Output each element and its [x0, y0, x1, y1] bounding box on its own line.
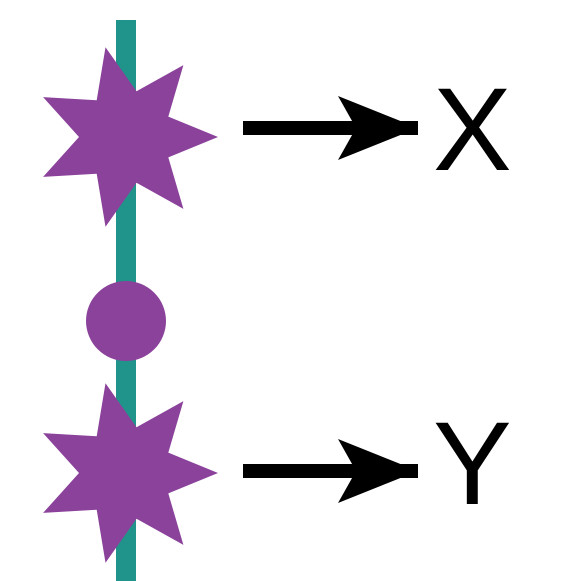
label-x: X — [433, 64, 512, 196]
circle-icon — [86, 281, 166, 361]
seven-point-star-icon — [43, 383, 218, 563]
seven-point-star-icon — [43, 47, 218, 227]
label-y: Y — [433, 398, 512, 530]
